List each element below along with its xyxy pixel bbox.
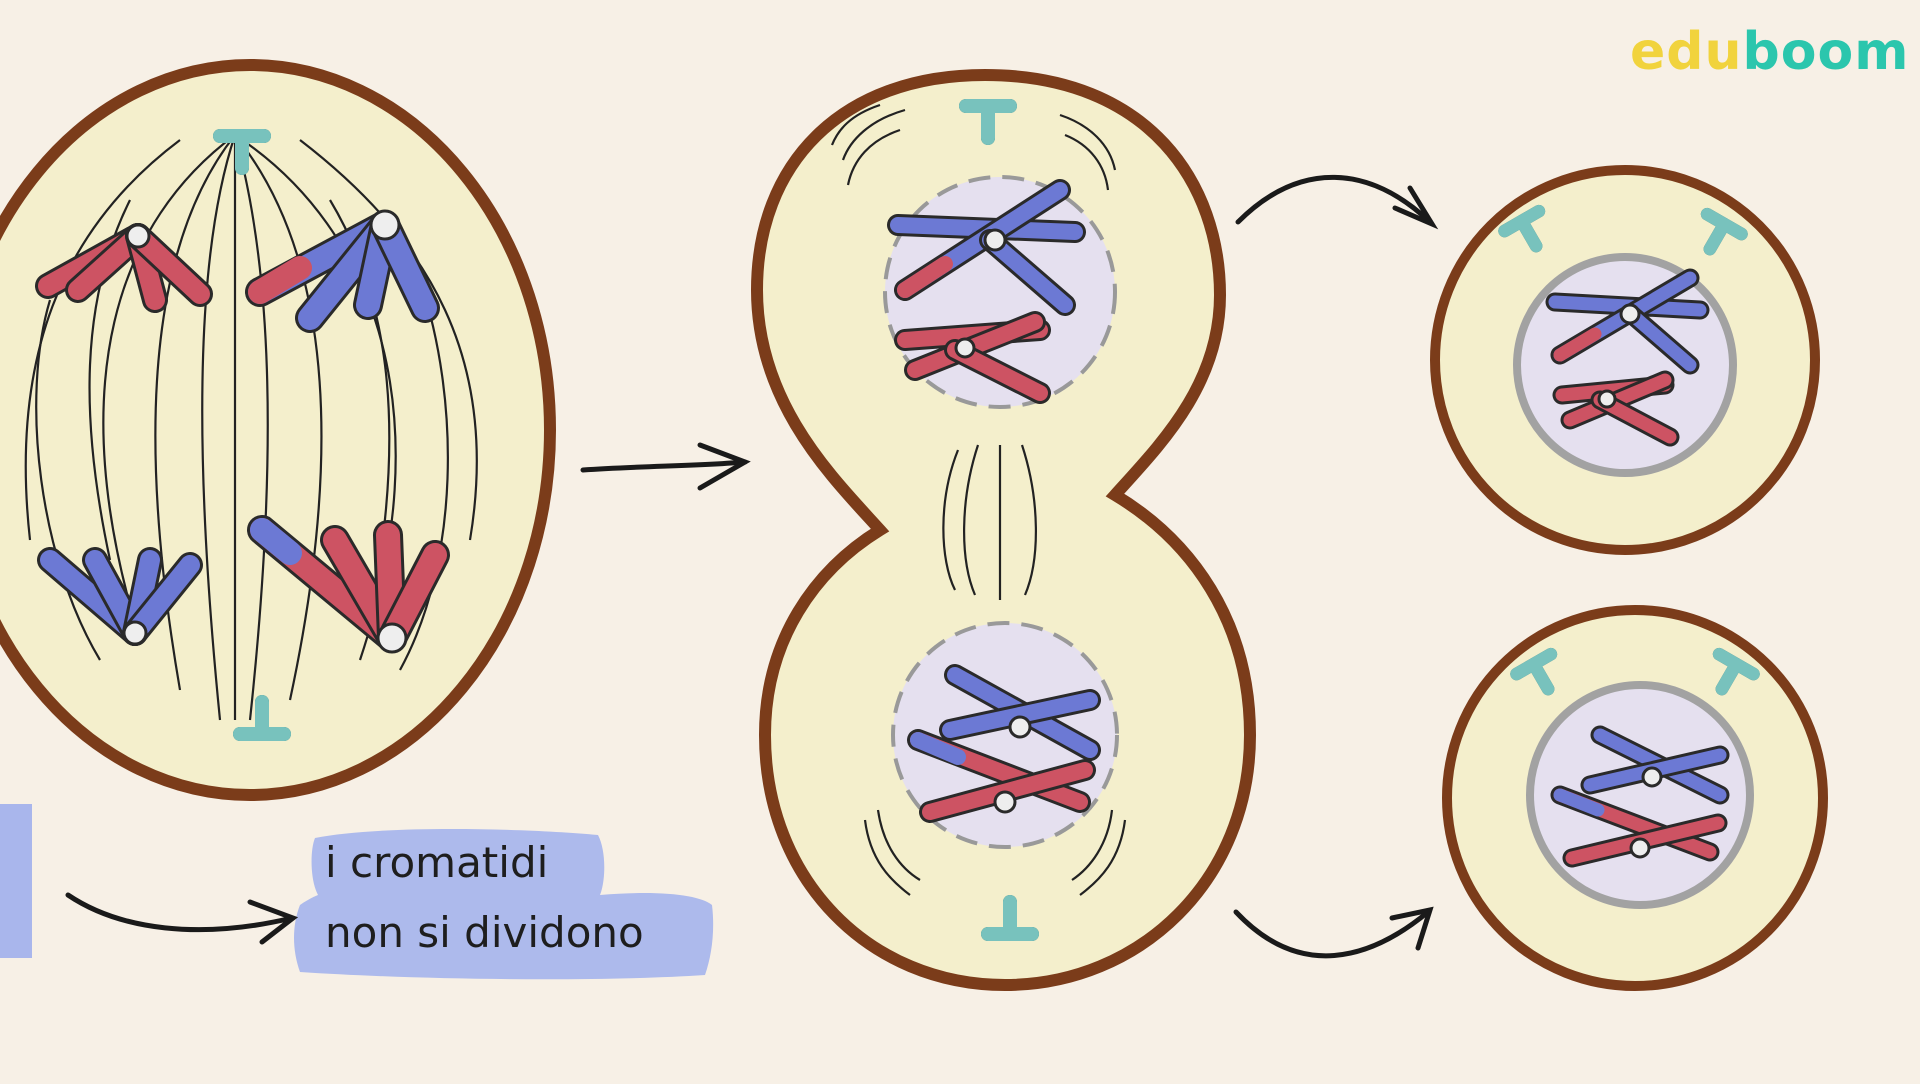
caption: i cromatidi non si dividono <box>305 820 725 990</box>
chromosome-icon <box>907 729 1096 823</box>
daughter-cell-bottom <box>1442 605 1828 991</box>
chromosome-icon <box>894 311 1051 404</box>
chromosome-icon <box>247 515 450 654</box>
caption-line-2: non si dividono <box>325 908 644 957</box>
side-highlight-tab <box>0 804 32 958</box>
chromosome-icon <box>1550 785 1728 868</box>
chromosome-icon <box>245 209 440 333</box>
caption-line-1: i cromatidi <box>325 838 549 887</box>
chromosome-icon <box>1580 725 1730 805</box>
daughter-cell-top <box>1430 165 1820 555</box>
chromosome-icon <box>1545 268 1710 375</box>
caption-highlight <box>294 829 714 980</box>
nucleus <box>1513 253 1737 477</box>
chromosome-icon <box>887 179 1086 316</box>
arrow-icon <box>65 892 299 945</box>
logo-part-boom: boom <box>1742 22 1910 82</box>
arrow-icon <box>580 442 751 491</box>
logo-part-edu: edu <box>1630 22 1743 82</box>
chromosome-icon <box>37 547 203 646</box>
arrow-icon <box>1233 906 1434 959</box>
anaphase-cell <box>0 59 556 801</box>
eduboom-logo: eduboom <box>1630 22 1909 82</box>
chromosome-icon <box>1552 370 1680 447</box>
telophase-cell <box>750 68 1257 992</box>
chromosome-icon <box>939 664 1101 761</box>
arrow-icon <box>1235 174 1439 230</box>
chromosome-icon <box>35 223 213 313</box>
